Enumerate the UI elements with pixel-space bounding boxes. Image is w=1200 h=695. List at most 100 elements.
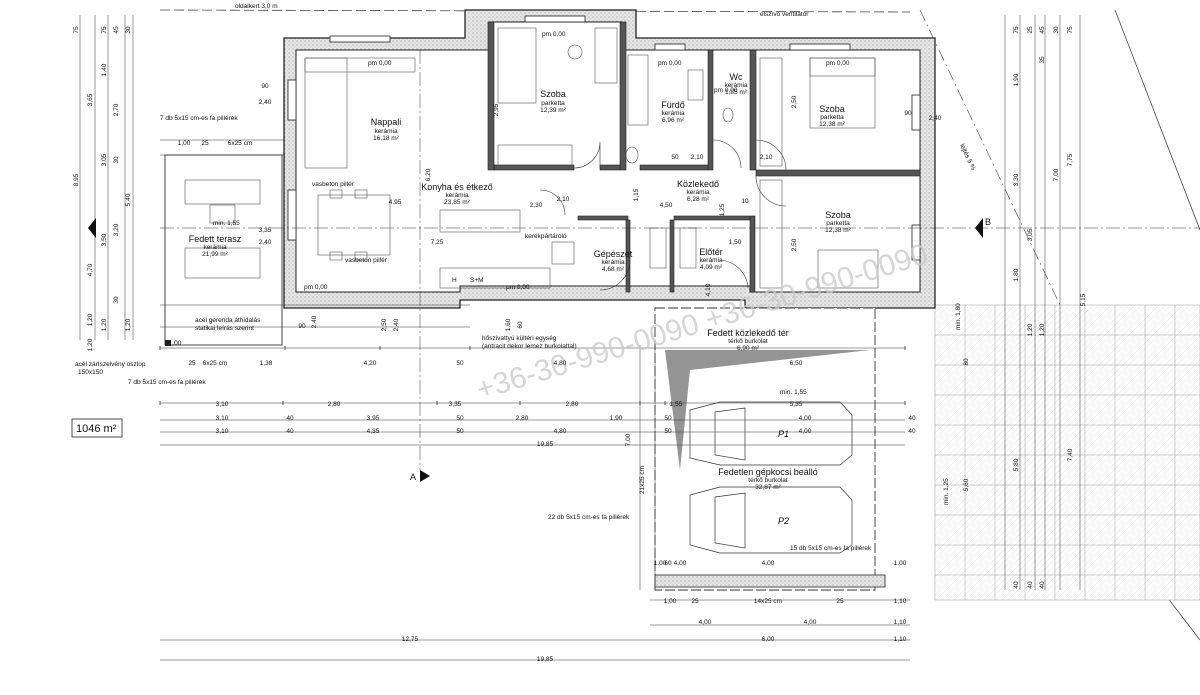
dim-text: 2,10: [760, 154, 773, 161]
dim-text: 3,95: [367, 415, 380, 422]
label-pillerek-bottom: 7 db 5x15 cm-es fa pillérek: [128, 379, 206, 386]
dim-text: 14x25 cm: [754, 598, 782, 605]
dim-text: 2,40: [311, 315, 318, 328]
dim-text: 2,40: [259, 239, 272, 246]
room-gepeszet-name: Gépészet: [594, 249, 633, 259]
dim-text: 5,15: [1080, 293, 1087, 306]
dim-text: 40: [286, 415, 294, 422]
dim-text: 2,10: [557, 196, 570, 203]
room-furdo-name: Fürdő: [661, 100, 685, 110]
dim-text: 4,80: [554, 428, 567, 435]
dimension-lines: [79, 15, 1200, 661]
dim-text: 40: [286, 428, 294, 435]
label-pm-konyha: pm 0,00: [506, 284, 530, 291]
label-min155b: min. 1,55: [780, 389, 807, 396]
dim-text: 5,40: [125, 193, 132, 206]
dim-text: 50: [664, 428, 672, 435]
dim-text: 25: [691, 598, 699, 605]
dim-text: 3,20: [113, 223, 120, 236]
dim-text: 30: [113, 156, 120, 164]
dim-text: 2,70: [113, 103, 120, 116]
dim-text: 2,40: [929, 115, 942, 122]
room-szoba-2-area: 12,38 m²: [819, 121, 845, 128]
room-eloter-name: Előtér: [699, 247, 723, 257]
dim-text: 4,00: [804, 619, 817, 626]
label-hoszivattyu: hőszivattyú kültéri egység: [482, 335, 557, 342]
dim-text: 50: [456, 428, 464, 435]
dim-text: 21x25 cm: [639, 466, 646, 494]
dim-text: 30: [113, 296, 120, 304]
dim-text: 1,20: [1039, 323, 1046, 336]
dim-text: 50: [456, 415, 464, 422]
dim-text: 4,20: [364, 360, 377, 367]
dim-text: 1,00: [169, 340, 182, 347]
room-gepeszet-area: 4,68 m²: [602, 266, 625, 273]
dim-text: 12,75: [402, 636, 419, 643]
dim-text: 2,10: [691, 154, 704, 161]
house-walls: [283, 9, 936, 309]
label-pm-furdo: pm 0,00: [658, 60, 682, 67]
dim-text: 25: [836, 598, 844, 605]
room-furdo-finish: kerámia: [661, 110, 685, 117]
dim-text: 3,10: [216, 401, 229, 408]
annotations: oldalkert 3,0 m elszívó ventilátor pm 0,…: [71, 3, 991, 552]
dim-text: 4,70: [87, 263, 94, 276]
label-oszlop-1: acél zártszelvény oszlop: [75, 361, 146, 368]
room-terasz-area: 21,99 m²: [202, 251, 228, 258]
dim-text: 2,80: [516, 415, 529, 422]
dim-text: 30: [1053, 26, 1060, 34]
dim-text: 5,35: [790, 401, 803, 408]
left-dimension-texts: 75 3,65 8,95 4,70 1,20 75 45 30 1,40 2,7…: [73, 26, 132, 351]
dim-text: 6,20: [425, 168, 432, 181]
dim-text: 1,10: [894, 636, 907, 643]
room-beallo-name: Fedetlen gépkocsi beálló: [718, 467, 818, 477]
room-wc-area: 1,85 m²: [725, 89, 748, 96]
dim-text: 1,00: [178, 140, 191, 147]
label-kitchen-sm: S+M: [470, 277, 484, 284]
dim-text: 45: [1039, 26, 1046, 34]
covered-terrace: [164, 154, 283, 346]
lot-area-box: 1046 m²: [76, 423, 117, 435]
label-hoszivattyu-2: (antracit dekor lemez burkolattal): [482, 343, 577, 350]
label-pillerek-top: 7 db 5x15 cm-es fa pillérek: [160, 115, 238, 122]
dim-text: 4,00: [699, 619, 712, 626]
dim-text: 1,20: [87, 338, 94, 351]
carport: [654, 307, 886, 591]
dim-text: 1,00: [654, 560, 667, 567]
dim-text: 1,10: [894, 619, 907, 626]
dim-text: 35: [1039, 56, 1046, 64]
label-pm-wc: pm 0,00: [714, 87, 738, 94]
label-acel-2: statikai leírás szerint: [195, 325, 254, 332]
dim-text: 1,15: [633, 188, 640, 201]
interior-dimension-texts: 2,95 6,20 4,95 7,25 90 2,40 3,35 2,40 90…: [259, 83, 942, 331]
dim-text: 75: [73, 26, 80, 34]
dim-text: 90: [261, 83, 269, 90]
label-pm-terasz: pm 0,00: [304, 284, 328, 291]
dim-text: 2,40: [393, 318, 400, 331]
room-szoba-1-name: Szoba: [540, 89, 566, 99]
dim-text: 2,80: [566, 401, 579, 408]
dim-text: 8,95: [73, 173, 80, 186]
dim-text: 30: [125, 26, 132, 34]
room-szoba-3-area: 12,38 m²: [825, 227, 851, 234]
dim-text: 1,25: [719, 203, 726, 216]
dim-text: 2,50: [381, 318, 388, 331]
label-section-a: A: [410, 472, 416, 482]
dim-text: 1,60: [505, 318, 512, 331]
dim-text: 7,00: [1053, 168, 1060, 181]
room-nappali-finish: kerámia: [374, 128, 398, 135]
dim-text: 2,80: [328, 401, 341, 408]
dim-text: 1,50: [729, 239, 742, 246]
label-vasbeton-1: vasbeton pillér: [312, 181, 355, 188]
dim-text: 5,60: [963, 478, 970, 491]
dim-text: 3,50: [101, 233, 108, 246]
room-szoba-2-name: Szoba: [819, 104, 845, 114]
label-lejto: lejtés 5 %: [958, 143, 976, 172]
dim-text: 1,80: [1013, 268, 1020, 281]
room-fedett-kozlekedo-finish: térkő burkolat: [728, 338, 768, 345]
dim-text: 7,75: [1067, 153, 1074, 166]
room-konyha-finish: kerámia: [445, 192, 469, 199]
dim-text: 4,10: [705, 283, 712, 296]
dim-text: 1,38: [260, 360, 273, 367]
room-kozlekedo-name: Közlekedő: [677, 179, 719, 189]
